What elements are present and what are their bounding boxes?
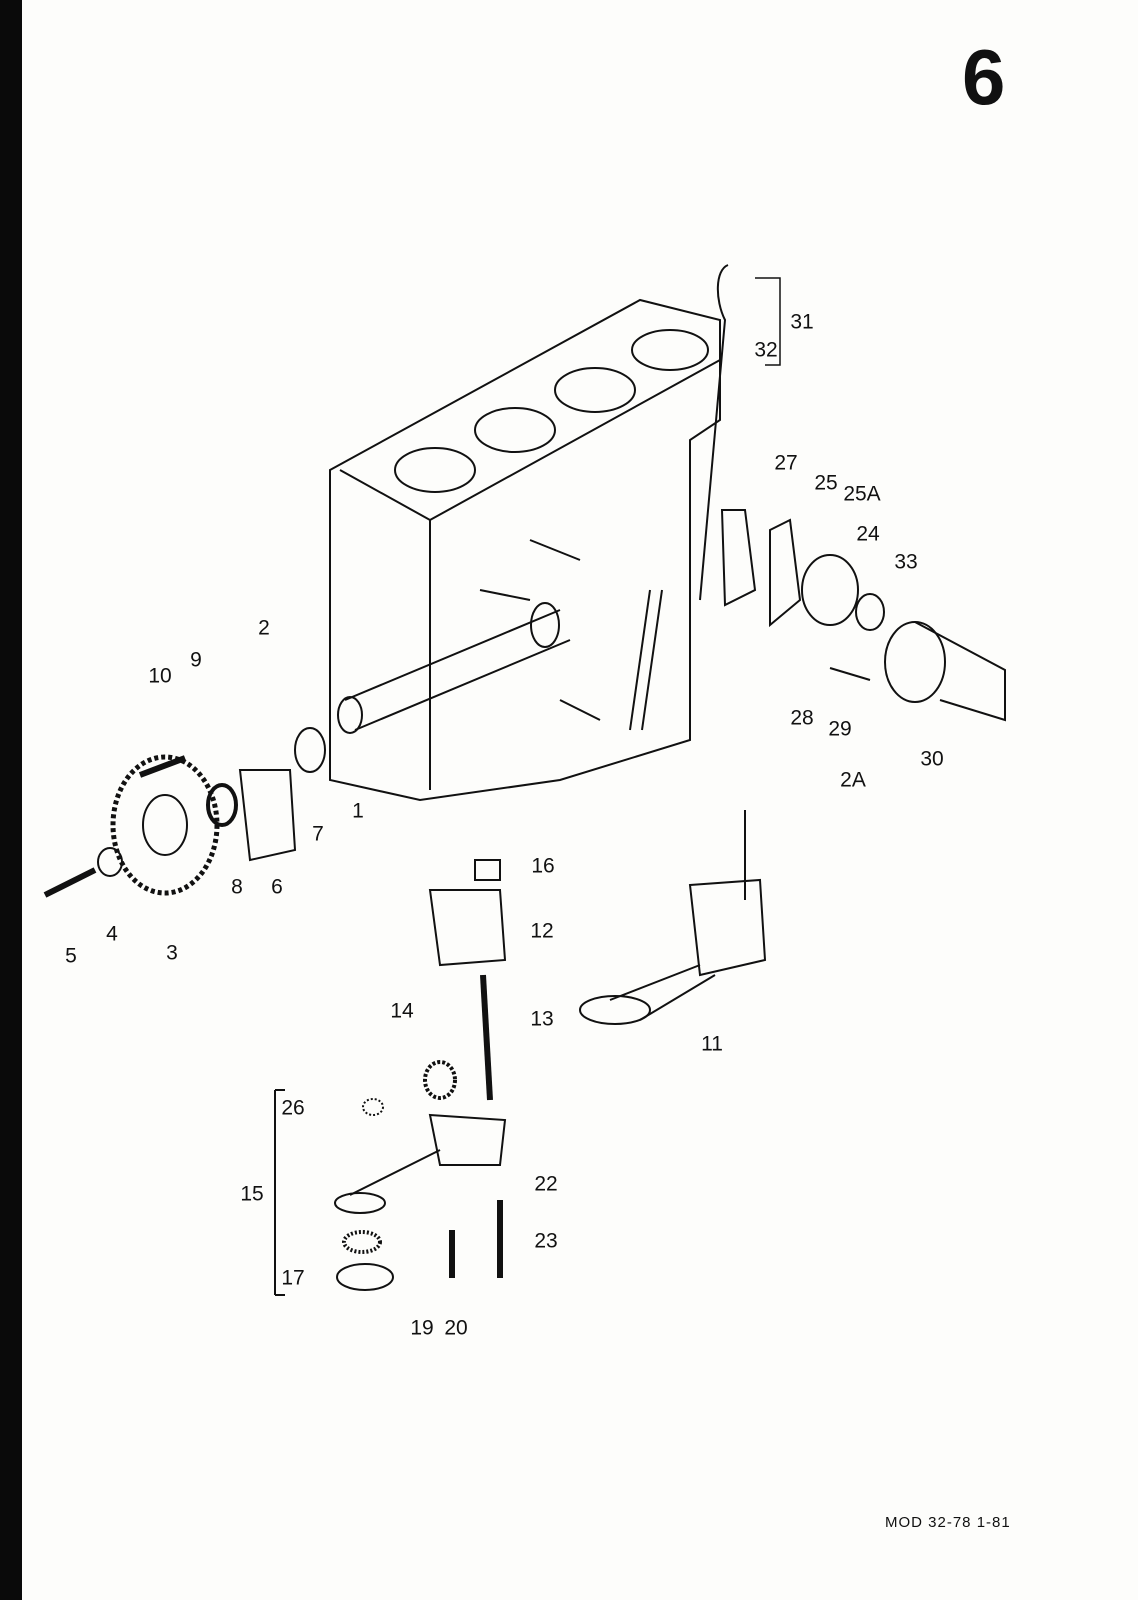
callout-label: 24 [856, 522, 880, 546]
bolt [43, 867, 97, 898]
gear [423, 1060, 457, 1100]
callout-label: 15 [240, 1182, 264, 1206]
callout-label: 6 [271, 875, 283, 899]
footer-code: MOD 32-78 1-81 [885, 1514, 1011, 1531]
spring [362, 1098, 384, 1116]
callout-label: 14 [390, 999, 414, 1023]
callout-label: 16 [531, 854, 555, 878]
flange [238, 769, 297, 862]
callout-label: 27 [774, 451, 798, 475]
o-ring [294, 727, 326, 773]
gasket [336, 1263, 394, 1291]
callout-label: 5 [65, 944, 77, 968]
bracket-15 [274, 1089, 285, 1296]
callout-label: 26 [281, 1096, 305, 1120]
bolt [138, 755, 187, 778]
washer [97, 847, 123, 877]
page-number: 6 [962, 33, 1006, 121]
engine-block [329, 298, 721, 802]
callout-label: 25A [843, 482, 881, 506]
callout-label: 28 [790, 706, 814, 730]
dipstick [629, 264, 729, 731]
strainer [342, 1230, 382, 1254]
callout-label: 8 [231, 875, 243, 899]
pump-cover [349, 1113, 507, 1196]
callout-label: 31 [790, 310, 814, 334]
callout-label: 29 [828, 717, 852, 741]
callout-label: 3 [166, 941, 178, 965]
callout-label: 32 [754, 338, 778, 362]
callout-label: 19 [410, 1316, 434, 1340]
pump-bolts [449, 1200, 503, 1278]
scan-page-edge [0, 0, 22, 1600]
callout-label: 2A [840, 768, 866, 792]
oil-filter-assembly [720, 509, 1006, 722]
callout-label: 20 [444, 1316, 468, 1340]
callout-label: 9 [190, 648, 202, 672]
intermediate-shaft [337, 602, 571, 734]
callout-label: 12 [530, 919, 554, 943]
callout-label: 17 [281, 1266, 305, 1290]
callout-label: 7 [312, 822, 324, 846]
drive-shaft [480, 974, 493, 1101]
callout-label: 10 [148, 664, 172, 688]
oil-pump-assembled [579, 810, 767, 1025]
callout-label: 11 [701, 1032, 723, 1056]
sprocket [110, 754, 220, 896]
pump-housing [428, 889, 507, 967]
callout-label: 30 [920, 747, 944, 771]
callout-label: 22 [534, 1172, 558, 1196]
callout-label: 2 [258, 616, 270, 640]
seal [206, 783, 238, 827]
callout-label: 33 [894, 550, 918, 574]
cap [474, 859, 501, 881]
callout-label: 1 [352, 799, 364, 823]
bracket-31 [755, 277, 781, 366]
callout-label: 13 [530, 1007, 554, 1031]
callout-label: 23 [534, 1229, 558, 1253]
strainer-cover [334, 1192, 386, 1214]
callout-label: 25 [814, 471, 838, 495]
callout-label: 4 [106, 922, 118, 946]
